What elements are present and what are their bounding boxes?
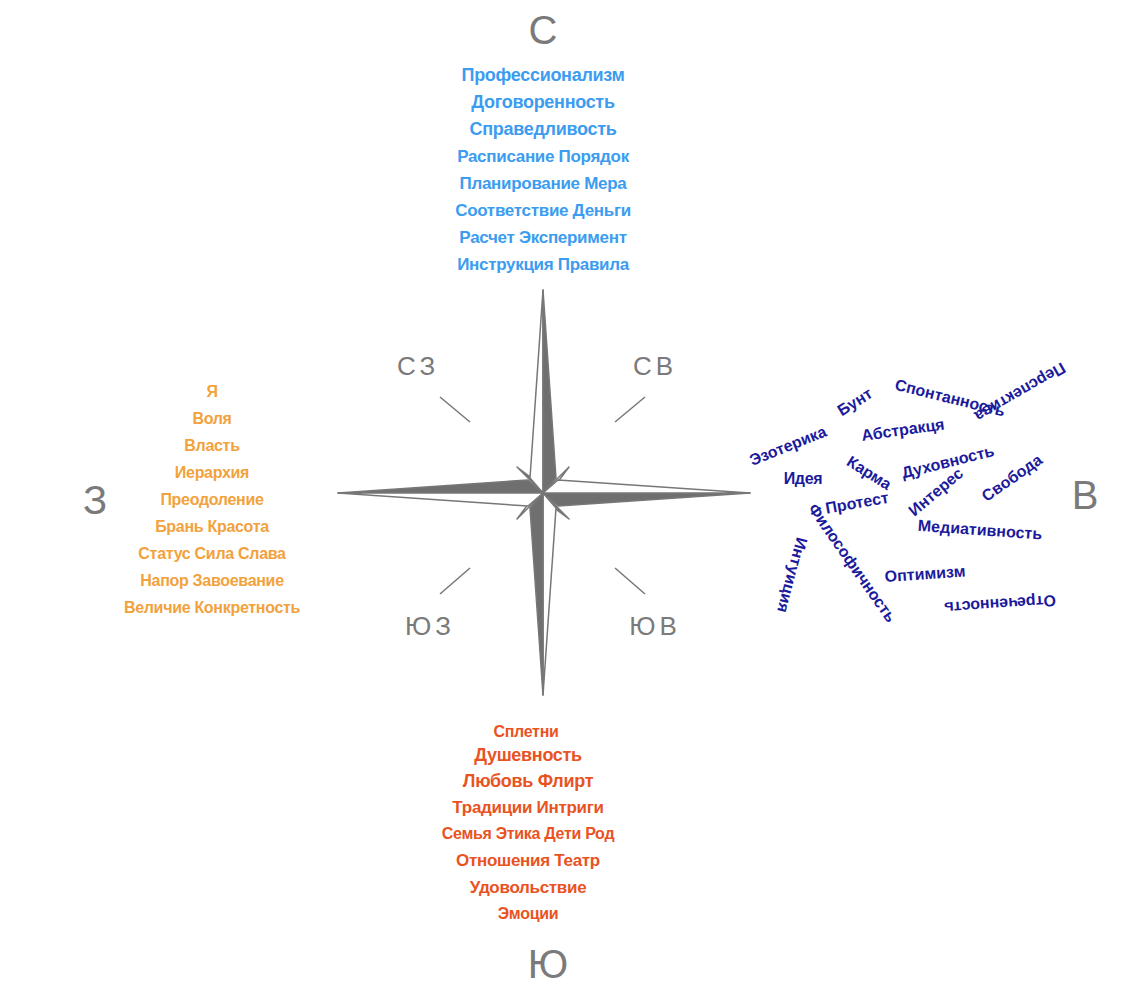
keyword: Инструкция Правила: [457, 256, 629, 275]
keyword: Интуиция: [774, 535, 811, 614]
direction-letter: В: [1072, 473, 1099, 517]
tick-line: [615, 397, 645, 422]
keyword: Карма: [844, 453, 895, 494]
keyword: Философичность: [804, 500, 899, 625]
keyword: Статус Сила Слава: [138, 545, 285, 563]
keyword: Преодоление: [160, 491, 263, 509]
star-arm: [530, 290, 543, 493]
keyword: Душевность: [474, 746, 582, 766]
keyword: Медиативность: [917, 517, 1042, 543]
keyword: Оптимизм: [884, 562, 966, 585]
keyword: Иерархия: [175, 464, 249, 482]
direction-letter: СВ: [633, 352, 677, 381]
keyword: Абстракця: [860, 415, 945, 444]
keyword: Сплетни: [493, 723, 558, 741]
direction-letter: С: [529, 8, 558, 52]
tick-line: [440, 568, 470, 594]
star-arm: [338, 480, 543, 493]
keyword: Справедливость: [470, 120, 617, 140]
keyword: Отношения Театр: [456, 852, 600, 871]
direction-letter: Ю: [528, 942, 568, 986]
keyword: Профессионализм: [462, 66, 625, 86]
direction-letter: ЮВ: [629, 612, 681, 641]
keyword: Удовольствие: [470, 879, 587, 898]
star-arm: [543, 493, 556, 695]
keyword: Эзотерика: [747, 423, 829, 470]
keyword: Традиции Интриги: [452, 799, 603, 818]
keyword: Напор Завоевание: [140, 572, 283, 590]
keyword: Семья Этика Дети Род: [442, 825, 615, 843]
keyword: Идея: [784, 470, 823, 488]
keyword: Величие Конкретность: [124, 599, 300, 617]
keyword: Договоренность: [471, 93, 614, 113]
keyword: Власть: [184, 437, 239, 455]
keyword: Любовь Флирт: [463, 772, 593, 792]
keyword: Расчет Эксперимент: [459, 229, 626, 248]
direction-letter: СЗ: [397, 352, 439, 381]
direction-letter: З: [83, 478, 107, 522]
star-arm: [543, 290, 556, 493]
keyword: Соответствие Деньги: [455, 202, 631, 221]
direction-letter: ЮЗ: [405, 612, 455, 641]
keyword: Бунт: [834, 385, 875, 420]
keyword: Протест: [824, 489, 890, 517]
star-arm: [543, 480, 750, 493]
keyword: Расписание Порядок: [457, 148, 629, 167]
keyword: Спонтанность: [893, 376, 1007, 420]
tick-line: [615, 568, 645, 594]
keyword: Эмоции: [498, 905, 559, 923]
keyword: Отреченность: [943, 591, 1056, 616]
keyword: Воля: [192, 410, 231, 428]
star-arm: [338, 493, 543, 506]
star-arm: [543, 493, 750, 506]
keyword: Планирование Мера: [460, 175, 627, 194]
star-arm: [530, 493, 543, 695]
keyword: Брань Красота: [155, 518, 269, 536]
keyword: Я: [206, 383, 217, 401]
tick-line: [440, 397, 470, 422]
